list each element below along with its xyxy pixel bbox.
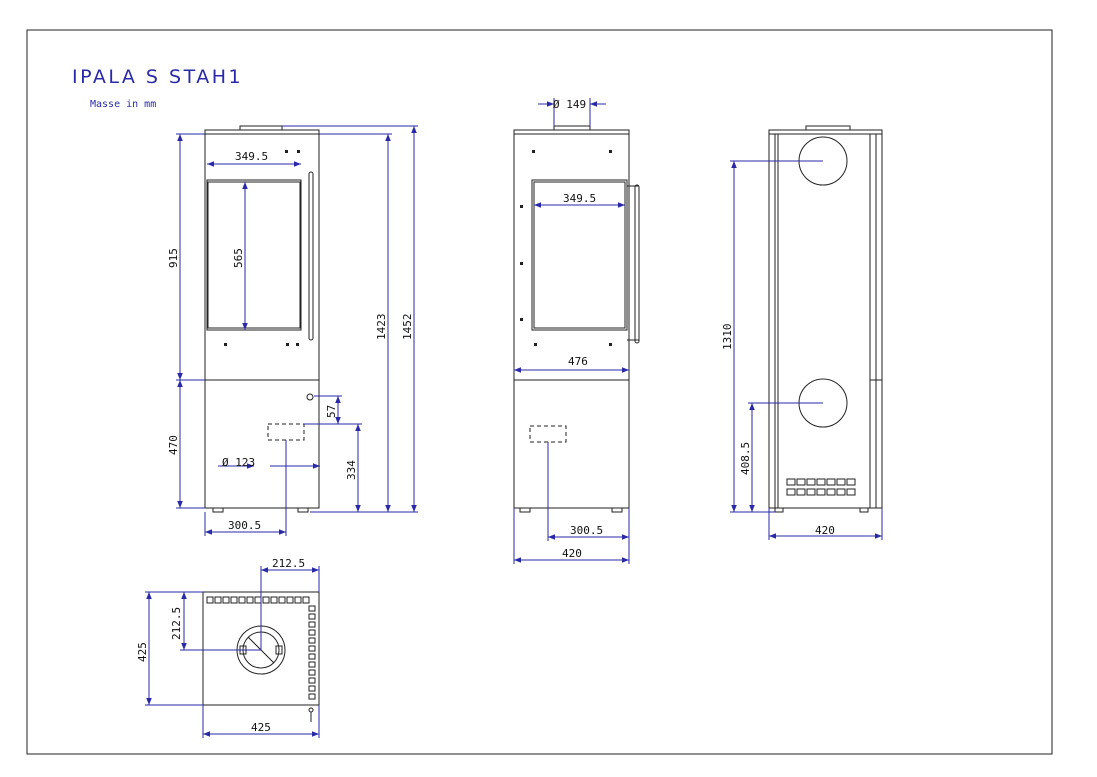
label-front-outlet-height: 334	[345, 460, 358, 480]
label-front-upper-height: 915	[167, 248, 180, 268]
label-back-total-width: 420	[562, 547, 582, 560]
label-front-glass-width: 349.5	[235, 150, 268, 163]
label-top-depth: 425	[136, 642, 149, 662]
top-view	[202, 591, 320, 722]
label-side-lower-outlet-height: 408.5	[739, 442, 752, 475]
back-view	[513, 125, 640, 513]
front-view	[204, 125, 320, 513]
label-top-offset-x: 212.5	[272, 557, 305, 570]
label-front-outlet-diameter: Ø 123	[222, 456, 255, 469]
side-view-dimensions	[730, 160, 883, 540]
label-back-foot-width: 300.5	[570, 524, 603, 537]
label-side-flue-height: 1310	[721, 324, 734, 351]
top-vent-row	[206, 596, 310, 604]
label-side-depth: 420	[815, 524, 835, 537]
units-note: Masse in mm	[90, 99, 157, 110]
label-top-width: 425	[251, 721, 271, 734]
side-view	[768, 125, 883, 513]
side-view-labels: 1310 408.5 420	[721, 324, 835, 538]
back-view-dimensions	[513, 98, 630, 564]
top-view-labels: 212.5 212.5 425 425	[136, 557, 305, 734]
top-view-dimensions	[145, 566, 320, 738]
label-front-lower-height: 470	[167, 435, 180, 455]
sheet-border	[26, 29, 1053, 755]
label-front-glass-height: 565	[232, 248, 245, 268]
back-view-labels: Ø 149 349.5 476 300.5 420	[553, 98, 603, 560]
label-back-glass-width: 349.5	[563, 192, 596, 205]
label-front-height-2: 1452	[401, 314, 414, 341]
label-top-offset-y: 212.5	[170, 607, 183, 640]
label-back-flue-diameter: Ø 149	[553, 98, 586, 111]
top-vent-column	[308, 605, 316, 700]
label-back-body-width: 476	[568, 355, 588, 368]
front-view-dimensions	[176, 125, 418, 536]
label-front-height-1: 1423	[375, 314, 388, 341]
drawing-title: IPALA S STAH1	[72, 66, 244, 88]
label-front-foot-width: 300.5	[228, 519, 261, 532]
front-view-labels: 349.5 565 915 470 1423 1452 57 334 Ø 123…	[167, 150, 414, 532]
side-vent-grille	[786, 478, 856, 496]
label-front-outlet-offset: 57	[325, 405, 338, 418]
